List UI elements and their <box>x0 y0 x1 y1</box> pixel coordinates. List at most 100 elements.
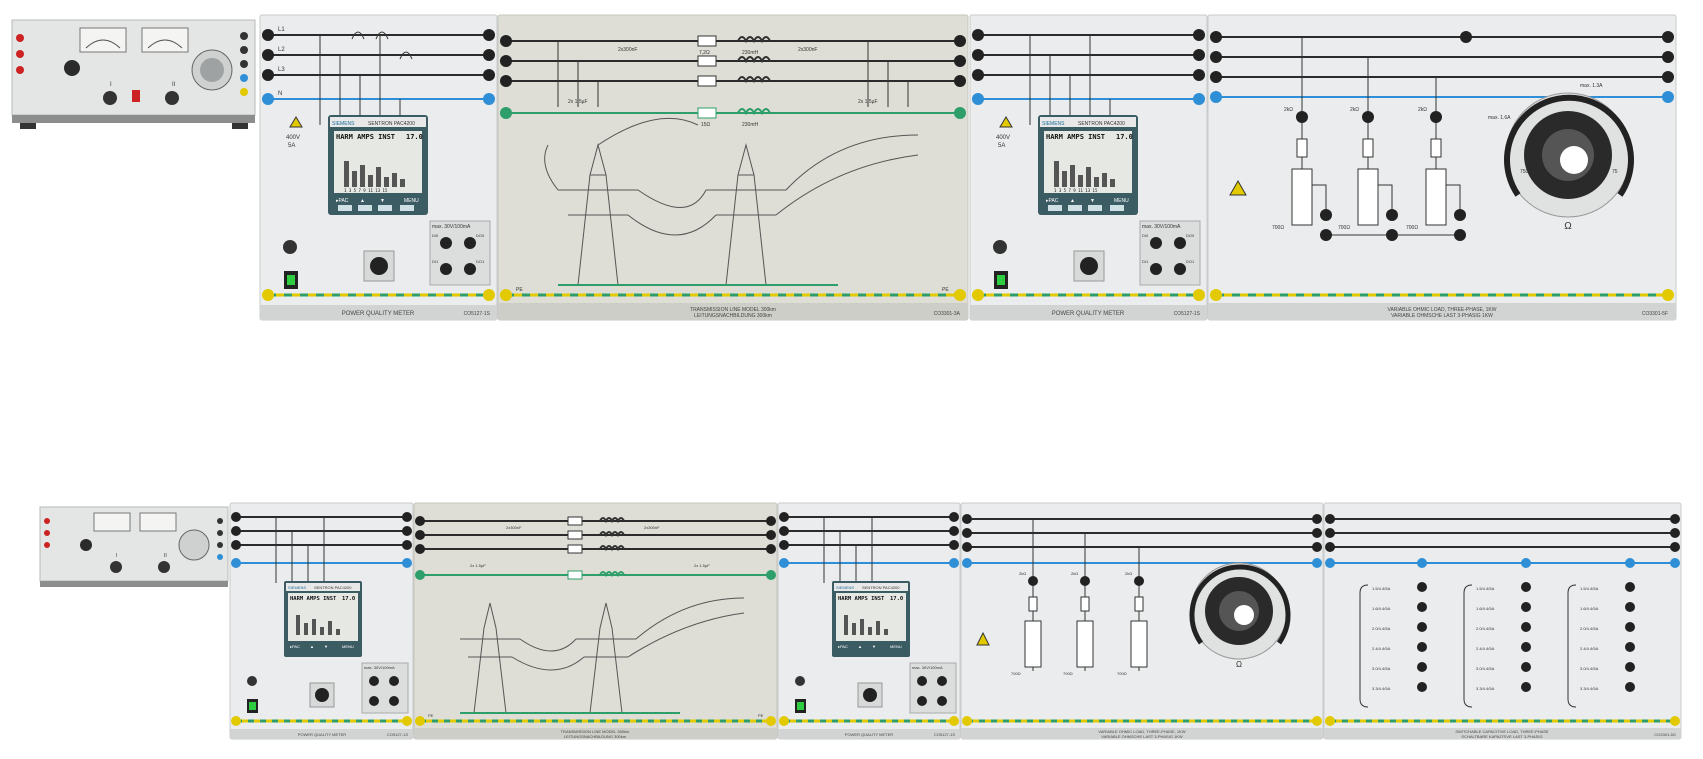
io-socket[interactable] <box>1174 237 1186 249</box>
range-knob-i[interactable] <box>110 561 122 573</box>
svg-text:2.4/4.4/5A: 2.4/4.4/5A <box>1476 646 1495 651</box>
svg-text:1 3 5 7 9 11 13 15: 1 3 5 7 9 11 13 15 <box>344 188 388 193</box>
softkey-button[interactable] <box>358 205 372 211</box>
svg-text:DI0: DI0 <box>432 233 439 238</box>
svg-text:SCHALTBARE KAPAZITIVE LAST 3-P: SCHALTBARE KAPAZITIVE LAST 3-PHASIG <box>1461 734 1542 739</box>
svg-text:1.5/4.4/5A: 1.5/4.4/5A <box>1580 586 1599 591</box>
svg-text:2.0/4.4/5A: 2.0/4.4/5A <box>1476 626 1495 631</box>
rheostat <box>1425 168 1447 226</box>
fuse-holder[interactable] <box>993 240 1007 254</box>
svg-text:DI0: DI0 <box>1142 233 1149 238</box>
io-socket[interactable] <box>1174 263 1186 275</box>
socket-red[interactable] <box>16 34 24 42</box>
power-pylon-illustration <box>544 117 919 286</box>
fuse-holder[interactable] <box>283 240 297 254</box>
svg-text:▸PAC: ▸PAC <box>1046 198 1059 204</box>
svg-text:SENTRON PAC4200: SENTRON PAC4200 <box>862 585 900 590</box>
io-socket[interactable] <box>464 263 476 275</box>
range-knob-i[interactable] <box>103 91 117 105</box>
variac-dial[interactable] <box>178 529 210 561</box>
svg-text:17.0: 17.0 <box>1116 133 1133 141</box>
io-socket[interactable] <box>464 237 476 249</box>
svg-text:LEITUNGSNACHBILDUNG 300km: LEITUNGSNACHBILDUNG 300km <box>564 734 627 739</box>
svg-text:MENU: MENU <box>342 644 354 649</box>
power-quality-meter-panel: SIEMENS SENTRON PAC4200 HARM AMPS INST 1… <box>229 502 414 740</box>
variable-ohmic-load-panel: 2kΩ 2kΩ 2kΩ 700Ω 700Ω 700Ω max. 1.3A max… <box>1207 14 1677 321</box>
svg-text:400V: 400V <box>286 135 300 141</box>
range-knob-ii[interactable] <box>165 91 179 105</box>
svg-text:▼: ▼ <box>1090 198 1095 204</box>
svg-text:Ω: Ω <box>1236 660 1242 669</box>
svg-text:750: 750 <box>1520 169 1529 175</box>
power-quality-meter-panel-2: SIEMENS SENTRON PAC4200 HARM AMPS INST 1… <box>777 502 961 740</box>
softkey-button[interactable] <box>1110 205 1124 211</box>
svg-text:TRANSMISSION LINE MODEL 300km: TRANSMISSION LINE MODEL 300km <box>690 307 776 313</box>
socket-red[interactable] <box>16 66 24 74</box>
svg-text:DI1: DI1 <box>432 259 439 264</box>
socket-red[interactable] <box>16 50 24 58</box>
svg-text:max. 1.3A: max. 1.3A <box>1580 83 1603 89</box>
ethernet-port[interactable] <box>857 682 883 708</box>
svg-text:3.0/4.4/5A: 3.0/4.4/5A <box>1580 666 1599 671</box>
softkey-button[interactable] <box>400 205 414 211</box>
svg-text:SIEMENS: SIEMENS <box>288 585 306 590</box>
io-socket[interactable] <box>1150 237 1162 249</box>
svg-text:POWER QUALITY METER: POWER QUALITY METER <box>342 311 415 317</box>
fuse-holder[interactable] <box>247 676 257 686</box>
softkey-label: ▼ <box>380 198 385 204</box>
softkey-label: MENU <box>404 198 419 204</box>
svg-text:CO5127-1S: CO5127-1S <box>387 732 408 737</box>
svg-text:2x300nF: 2x300nF <box>506 525 522 530</box>
softkey-button[interactable] <box>1088 205 1102 211</box>
svg-text:DO0: DO0 <box>476 233 485 238</box>
rheostat <box>1291 168 1313 226</box>
svg-text:2kΩ: 2kΩ <box>1019 571 1026 576</box>
svg-text:700Ω: 700Ω <box>1117 671 1127 676</box>
svg-text:L2: L2 <box>278 47 285 53</box>
softkey-button[interactable] <box>378 205 392 211</box>
hot-surface-warning-icon <box>1229 179 1247 196</box>
svg-text:230mH: 230mH <box>742 122 759 128</box>
svg-text:15Ω: 15Ω <box>701 122 711 128</box>
svg-text:3.0/4.4/5A: 3.0/4.4/5A <box>1476 666 1495 671</box>
line-resistor <box>697 35 717 47</box>
main-switch-knob[interactable] <box>64 60 80 76</box>
main-switch-knob[interactable] <box>80 539 92 551</box>
softkey-button[interactable] <box>338 205 352 211</box>
svg-text:SENTRON PAC4200: SENTRON PAC4200 <box>368 121 415 127</box>
svg-text:▼: ▼ <box>872 644 876 649</box>
svg-text:HARM AMPS INST: HARM AMPS INST <box>838 596 885 602</box>
svg-text:CO5127-1S: CO5127-1S <box>464 311 491 317</box>
svg-text:2kΩ: 2kΩ <box>1284 107 1293 113</box>
fuse-holder[interactable] <box>795 676 805 686</box>
svg-text:PE: PE <box>428 713 434 718</box>
svg-text:I: I <box>110 82 112 88</box>
svg-text:1.5/4.4/5A: 1.5/4.4/5A <box>1372 586 1391 591</box>
io-socket[interactable] <box>440 237 452 249</box>
svg-text:POWER QUALITY METER: POWER QUALITY METER <box>1052 311 1125 317</box>
svg-text:CO5127-1S: CO5127-1S <box>934 732 955 737</box>
svg-text:II: II <box>164 553 167 559</box>
line-resistor <box>697 75 717 87</box>
softkey-button[interactable] <box>1068 205 1082 211</box>
transmission-line-model-panel: 2x300nF 2x300nF 2x 1.5µF 2x 1.5µF PE PE … <box>413 502 778 740</box>
svg-text:PE: PE <box>516 287 523 293</box>
svg-text:2kΩ: 2kΩ <box>1418 107 1427 113</box>
svg-text:▸PAC: ▸PAC <box>290 644 300 649</box>
line-resistor <box>697 55 717 67</box>
svg-text:I: I <box>116 553 117 559</box>
io-socket[interactable] <box>1150 263 1162 275</box>
softkey-button[interactable] <box>1048 205 1062 211</box>
svg-text:L1: L1 <box>278 27 285 33</box>
svg-text:17.0: 17.0 <box>406 133 423 141</box>
svg-text:▲: ▲ <box>858 644 862 649</box>
range-knob-ii[interactable] <box>158 561 170 573</box>
svg-text:17.0: 17.0 <box>890 596 903 602</box>
svg-text:2x300nF: 2x300nF <box>644 525 660 530</box>
svg-text:II: II <box>172 82 176 88</box>
io-socket[interactable] <box>440 263 452 275</box>
rheostat <box>1357 168 1379 226</box>
svg-text:MENU: MENU <box>1114 198 1129 204</box>
neutral-resistor <box>697 107 717 119</box>
svg-text:CO3301-5G: CO3301-5G <box>1654 732 1676 737</box>
